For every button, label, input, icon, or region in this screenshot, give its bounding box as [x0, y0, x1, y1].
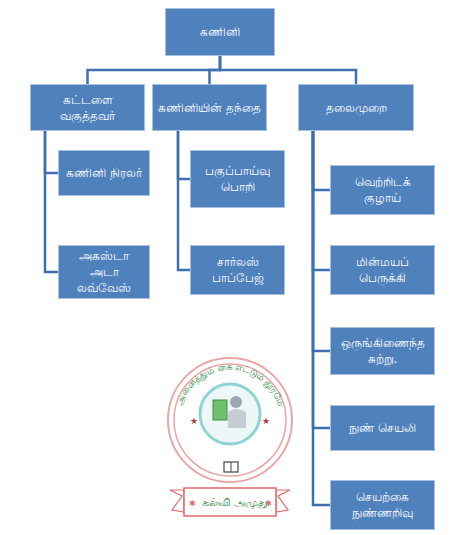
svg-text:✱: ✱ [189, 499, 196, 508]
topic-box: வெற்றிடக் குழாய் [330, 165, 435, 215]
node-text: கணினியின் தந்தை [158, 100, 261, 116]
tree-connector [178, 131, 190, 179]
node-text: அகஸ்டா அடா லவ்வேஸ் [63, 248, 145, 296]
topic-box: தலைமுறை [298, 84, 414, 131]
tree-connector [313, 131, 330, 351]
svg-text:★: ★ [262, 416, 270, 426]
tree-connector [45, 131, 58, 272]
node-text: சார்லஸ் பாப்பேஜ் [195, 254, 280, 286]
tree-connector [313, 131, 330, 270]
topic-box: நுண் செயலி [330, 405, 435, 451]
svg-text:★: ★ [190, 416, 198, 426]
tree-connector [313, 131, 330, 428]
topic-box: அகஸ்டா அடா லவ்வேஸ் [58, 245, 150, 299]
tree-connector [220, 56, 356, 84]
node-text: தலைமுறை [326, 100, 387, 116]
topic-box: கணினியின் தந்தை [152, 84, 267, 131]
topic-box: செயற்கை நுண்ணறிவு [330, 480, 435, 530]
root-box: கணினி [165, 8, 275, 56]
node-text: மின்மயப் பெருக்கி [335, 254, 430, 286]
watermark-arc: அனைத்தும் கை எட்டும் தூரமே [174, 362, 285, 407]
node-text: பகுப்பாய்வு பொறி [195, 163, 280, 195]
node-text: கட்டளை வகுத்தவர் [35, 92, 140, 124]
watermark-text: கல்வி அமுது [190, 492, 280, 514]
tree-connector [178, 131, 190, 270]
node-text: வெற்றிடக் குழாய் [335, 174, 430, 206]
watermark-text: அனைத்தும் கை எட்டும் தூரமே [174, 362, 285, 407]
node-text: நுண் செயலி [349, 420, 416, 436]
topic-box: கட்டளை வகுத்தவர் [30, 84, 145, 131]
topic-box: மின்மயப் பெருக்கி [330, 245, 435, 295]
node-text: ஒருங்கிணைந்த சுற்று. [335, 335, 430, 367]
topic-box: பகுப்பாய்வு பொறி [190, 150, 285, 208]
node-text: கணினி [200, 24, 240, 40]
tree-connector [210, 56, 221, 84]
tree-connector [88, 56, 221, 84]
tree-connector [313, 131, 330, 505]
node-text: கணினி நிரலர் [66, 165, 142, 181]
topic-box: சார்லஸ் பாப்பேஜ் [190, 245, 285, 295]
topic-box: கணினி நிரலர் [58, 150, 150, 196]
tree-connector [45, 131, 58, 173]
node-text: செயற்கை நுண்ணறிவு [335, 489, 430, 521]
topic-box: ஒருங்கிணைந்த சுற்று. [330, 327, 435, 375]
tree-connector [313, 131, 330, 190]
